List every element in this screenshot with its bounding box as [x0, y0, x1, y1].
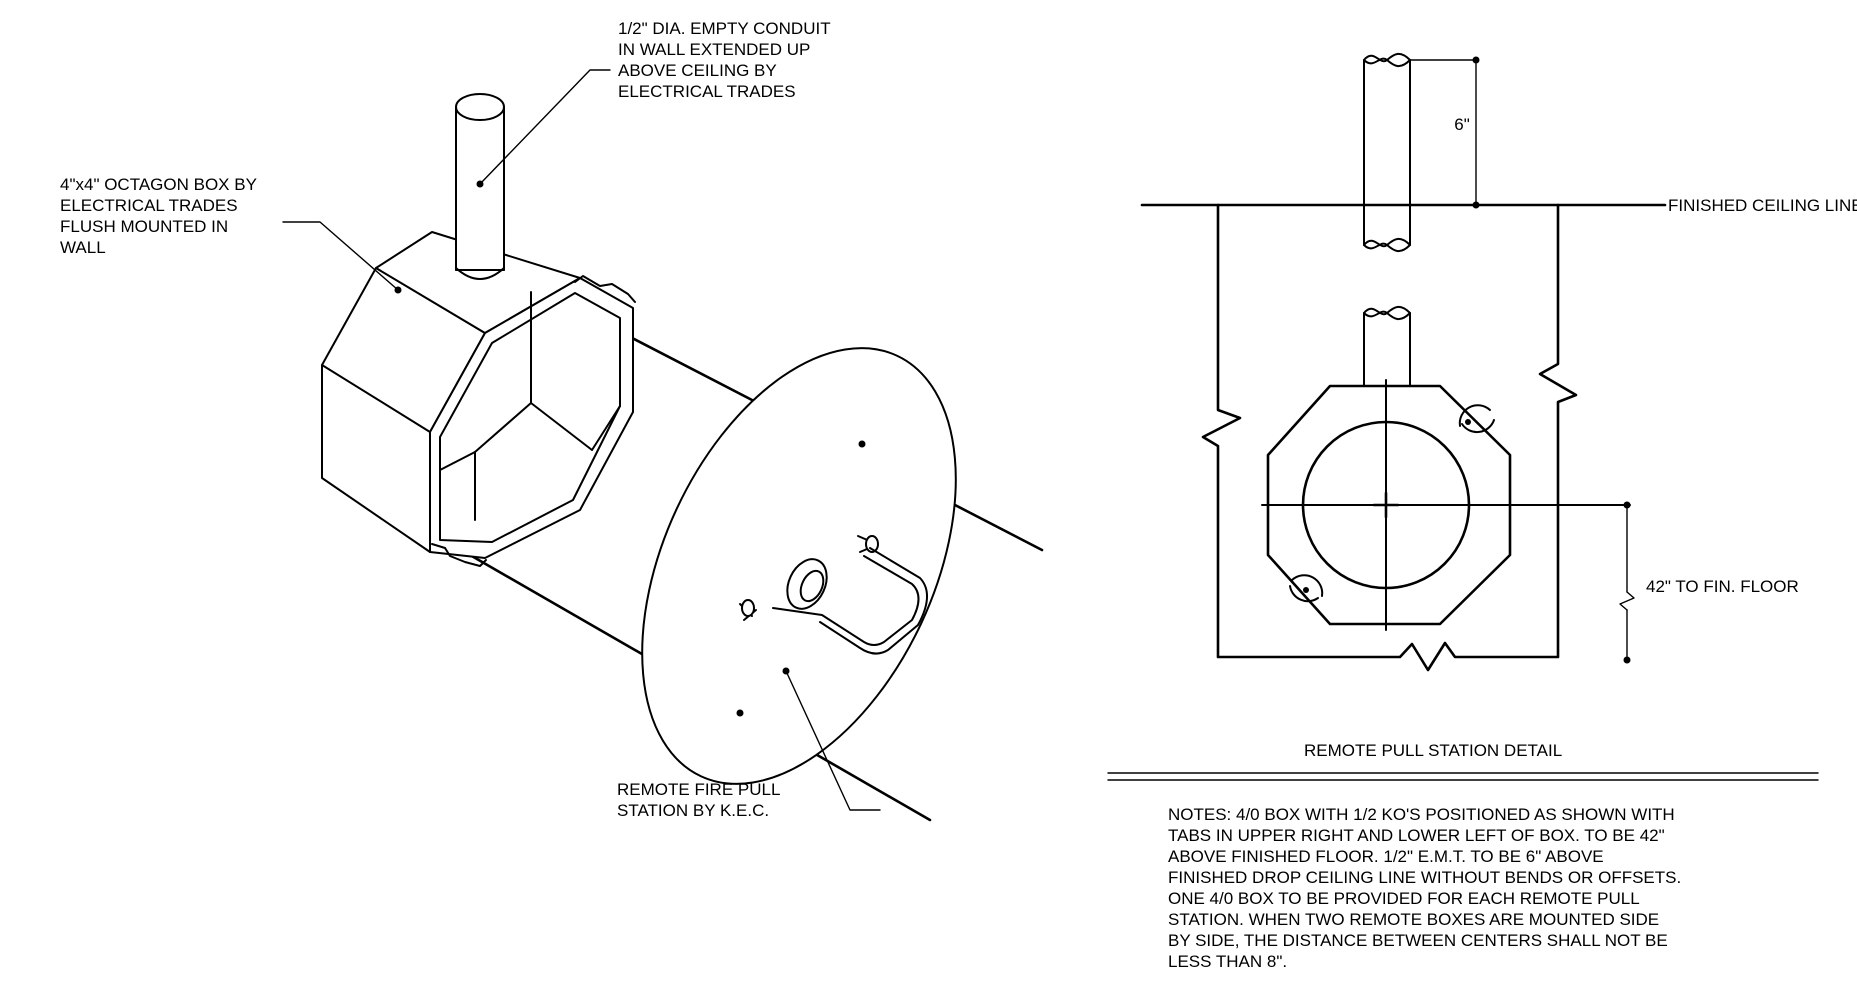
octagon-box	[321, 231, 636, 567]
octagon-box-label-line-4: WALL	[60, 238, 106, 257]
upper-conduit	[1363, 53, 1411, 252]
pull-handle	[772, 547, 928, 655]
dim-42-label: 42" TO FIN. FLOOR	[1646, 577, 1799, 596]
ko-tab-upper-right	[1458, 404, 1491, 427]
finished-ceiling-label: FINISHED CEILING LINE	[1668, 196, 1857, 215]
notes-line-6: STATION. WHEN TWO REMOTE BOXES ARE MOUNT…	[1168, 910, 1659, 929]
octagon-inner-walls-2	[530, 402, 621, 451]
isometric-view: 1/2" DIA. EMPTY CONDUIT IN WALL EXTENDED…	[60, 19, 1044, 822]
ko-tab-lower-left-arc	[1289, 585, 1319, 603]
lower-conduit-break-top	[1363, 306, 1411, 320]
pull-station-label: REMOTE FIRE PULL STATION BY K.E.C.	[617, 780, 785, 820]
conduit-pipe	[455, 107, 505, 271]
notes-block: NOTES: 4/0 BOX WITH 1/2 KO'S POSITIONED …	[1168, 805, 1686, 971]
ko-tab-upper-right-dot	[1465, 419, 1471, 425]
pull-knob-inner	[799, 569, 825, 603]
octagon-box-label-line-2: ELECTRICAL TRADES	[60, 196, 238, 215]
wall-outline	[1201, 203, 1578, 672]
conduit-leader	[479, 69, 611, 185]
octagon-inner-walls	[439, 291, 532, 471]
notes-line-4: FINISHED DROP CEILING LINE WITHOUT BENDS…	[1168, 868, 1681, 887]
lower-conduit	[1363, 306, 1411, 387]
pull-station-label-line-1: REMOTE FIRE PULL	[617, 780, 780, 799]
conduit-label-line-1: 1/2" DIA. EMPTY CONDUIT	[618, 19, 830, 38]
notes-line-2: TABS IN UPPER RIGHT AND LOWER LEFT OF BO…	[1168, 826, 1665, 845]
octagon-box-label-line-1: 4"x4" OCTAGON BOX BY	[60, 175, 257, 194]
pin-lower-head	[741, 599, 755, 617]
dim-6-dot-bottom	[1472, 201, 1480, 209]
pull-station-leader	[785, 670, 881, 811]
notes-line-1: NOTES: 4/0 BOX WITH 1/2 KO'S POSITIONED …	[1168, 805, 1675, 824]
dim-6-dot-top	[1472, 56, 1480, 64]
octagon-box-left-face-edges	[321, 364, 431, 433]
conduit-label-line-3: ABOVE CEILING BY	[618, 61, 776, 80]
ko-tab-lower-left-dot	[1303, 587, 1309, 593]
screw-bottom	[736, 709, 744, 717]
notes-line-8: LESS THAN 8".	[1168, 952, 1287, 971]
octagon-box-label: 4"x4" OCTAGON BOX BY ELECTRICAL TRADES F…	[60, 175, 261, 257]
octagon-box-face	[1266, 384, 1512, 626]
dim-42-dot-top	[1623, 501, 1631, 509]
conduit-label-line-4: ELECTRICAL TRADES	[618, 82, 796, 101]
notes-line-5: ONE 4/0 BOX TO BE PROVIDED FOR EACH REMO…	[1168, 889, 1639, 908]
conduit	[455, 93, 505, 280]
detail-view: 6" 42" TO FIN. FLOOR FINISHED CEILING LI…	[1107, 53, 1857, 971]
conduit-label-line-2: IN WALL EXTENDED UP	[618, 40, 810, 59]
dim-42-break	[1619, 591, 1635, 611]
conduit-bottom-curve	[455, 267, 505, 280]
octagon-inner-opening	[439, 292, 621, 543]
dim-42-dot-bottom	[1623, 656, 1631, 664]
upper-conduit-break-bottom	[1363, 238, 1411, 252]
octagon-box-label-line-3: FLUSH MOUNTED IN	[60, 217, 228, 236]
dim-6-label: 6"	[1454, 115, 1470, 134]
conduit-top-ellipse	[455, 93, 505, 121]
conduit-label: 1/2" DIA. EMPTY CONDUIT IN WALL EXTENDED…	[618, 19, 835, 101]
box-leader	[282, 221, 399, 291]
tab-lower-left	[431, 543, 487, 567]
pull-station-label-line-2: STATION BY K.E.C.	[617, 801, 769, 820]
notes-line-3: ABOVE FINISHED FLOOR. 1/2" E.M.T. TO BE …	[1168, 847, 1604, 866]
screw-top	[858, 440, 866, 448]
detail-title: REMOTE PULL STATION DETAIL	[1304, 741, 1562, 760]
upper-conduit-break-top	[1363, 53, 1411, 67]
notes-line-7: BY SIDE, THE DISTANCE BETWEEN CENTERS SH…	[1168, 931, 1668, 950]
remote-pull-station	[641, 347, 957, 785]
ko-tab-lower-left	[1291, 574, 1324, 597]
ko-tab-upper-right-arc	[1461, 419, 1495, 434]
tab-upper-right	[574, 275, 636, 303]
